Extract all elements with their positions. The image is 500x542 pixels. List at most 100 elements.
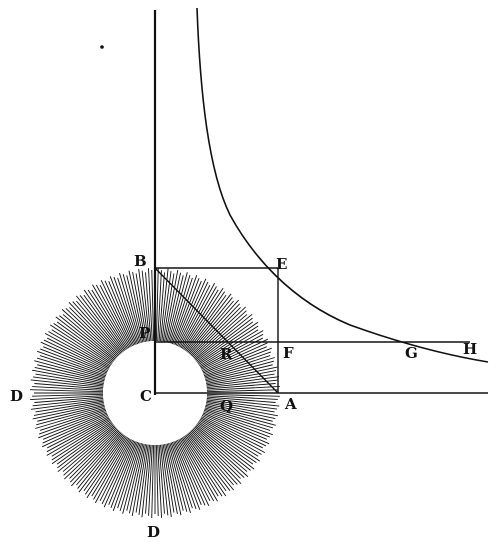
hatch-line (36, 357, 106, 379)
hatch-line (196, 423, 254, 465)
hatch-line (112, 441, 139, 511)
hatch-line (179, 282, 216, 348)
label-R: R (220, 345, 233, 363)
hatch-line (191, 307, 241, 357)
hatch-line (203, 411, 270, 438)
hatch-line (193, 427, 249, 477)
hatch-line (35, 407, 106, 429)
hatch-line (162, 444, 175, 513)
hatch-line (159, 444, 169, 516)
hatch-line (180, 286, 217, 349)
hatch-line (166, 275, 184, 343)
hatch-line (56, 423, 114, 465)
hatch-line (145, 272, 152, 342)
hatch-line (199, 418, 262, 455)
hatch-line (32, 369, 104, 384)
hatch-line (155, 268, 159, 342)
hatch-line (199, 329, 259, 367)
hatch-line (199, 419, 259, 457)
hatch-line (71, 431, 121, 487)
hatch-line (174, 440, 202, 505)
hatch-line (51, 420, 112, 461)
hatch-line (69, 307, 119, 357)
hatch-line (185, 434, 227, 492)
hatch-line (174, 281, 202, 346)
hatch-line (192, 428, 245, 478)
radial-hatched-annulus (30, 268, 280, 518)
hatch-line (200, 333, 264, 369)
hatch-line (44, 332, 110, 369)
label-C: C (140, 387, 152, 405)
hatch-line (202, 413, 270, 445)
label-H: H (463, 340, 477, 358)
hatch-line (128, 270, 145, 343)
hatch-line (122, 274, 142, 343)
hatch-line (169, 442, 191, 513)
hatch-line (38, 411, 107, 439)
hatch-line (166, 443, 184, 511)
hatch-line (170, 277, 193, 344)
hatch-line (37, 404, 105, 422)
hatch-line (182, 436, 223, 497)
hatch-line (176, 281, 209, 347)
hatch-line (165, 272, 182, 343)
hatch-line (204, 407, 274, 429)
hatch-line (113, 276, 139, 345)
hatch-line (46, 417, 110, 453)
hatch-line (206, 370, 277, 384)
hatch-line (57, 424, 115, 469)
hatch-line (201, 337, 264, 370)
hatch-line (141, 444, 151, 518)
hatch-line (41, 414, 109, 448)
hatch-line (43, 346, 108, 374)
hatch-line (69, 429, 119, 479)
hatch-line (39, 355, 106, 378)
hatch-line (206, 379, 278, 389)
hatch-line (46, 416, 109, 449)
hatch-line (39, 408, 106, 431)
hatch-line (201, 414, 267, 447)
hatch-line (148, 268, 153, 342)
hatch-line (195, 317, 253, 362)
hatch-line (76, 432, 122, 486)
hatch-line (202, 346, 267, 374)
hatch-line (202, 342, 268, 373)
hatch-line (34, 360, 105, 380)
hatch-line (164, 444, 178, 515)
hatch-line (92, 284, 130, 349)
hatch-line (206, 402, 278, 417)
hatch-line (104, 280, 135, 346)
hatch-line (173, 278, 200, 345)
hatch-line (206, 389, 278, 393)
hatch-line (83, 434, 125, 492)
hatch-line (206, 376, 279, 387)
hatch-line (192, 306, 246, 358)
hatch-line (34, 396, 104, 403)
hatch-line (168, 272, 188, 343)
hatch-line (117, 277, 140, 344)
hatch-line (34, 383, 104, 390)
hatch-line (199, 330, 264, 368)
hatch-line (184, 291, 226, 351)
hatch-line (62, 314, 116, 360)
hatch-line (30, 379, 104, 389)
hatch-line (32, 386, 104, 391)
hatch-line (173, 441, 201, 510)
hatch-line (61, 309, 117, 359)
hatch-line (99, 439, 132, 502)
hatch-line (206, 393, 280, 397)
hatch-line (126, 443, 144, 511)
hatch-line (145, 444, 152, 514)
label-B: B (134, 252, 147, 270)
hatch-line (206, 400, 275, 413)
hatch-line (32, 376, 104, 387)
hatch-line (178, 439, 211, 502)
hatch-line (99, 284, 132, 347)
hatch-line (206, 383, 276, 390)
ink-speck (100, 45, 104, 49)
hatch-line (108, 281, 136, 346)
hatch-line (151, 444, 155, 518)
hatch-line (198, 420, 261, 462)
hatch-line (188, 432, 234, 486)
hatch-line (30, 395, 104, 400)
